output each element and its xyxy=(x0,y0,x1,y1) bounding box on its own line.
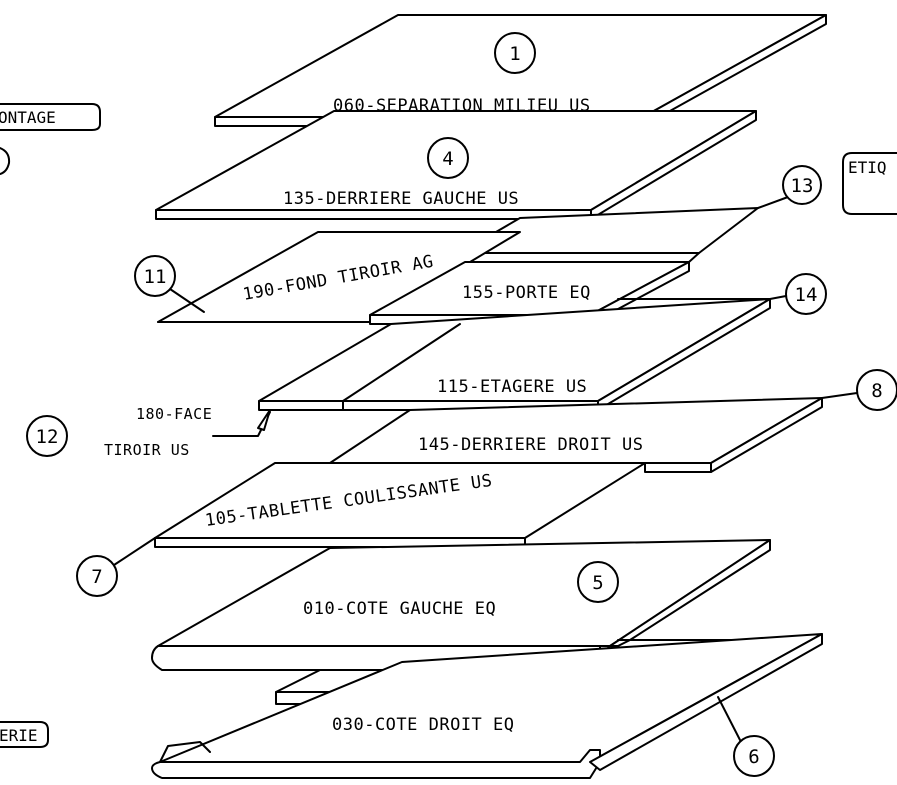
balloon-1-text: 1 xyxy=(509,43,520,65)
balloon-8: 8 xyxy=(821,369,897,411)
panel-derriere-gauche xyxy=(155,110,757,220)
panel-fond-tiroir xyxy=(157,231,521,323)
panel-cote-droit xyxy=(151,633,823,779)
label-derriere-droit: 145-DERRIERE DROIT US xyxy=(418,435,643,455)
balloon-1: 1 xyxy=(494,32,536,74)
balloon-11-text: 11 xyxy=(144,266,167,288)
panel-derriere-droit xyxy=(329,397,823,473)
right-tag-etiq: ETIQ xyxy=(842,152,897,215)
balloon-12: 12 xyxy=(26,415,68,457)
label-cote-gauche: 010-COTE GAUCHE EQ xyxy=(303,599,496,619)
label-separation-milieu: 060-SEPARATION MILIEU US xyxy=(333,96,591,116)
label-etagere: 115-ETAGERE US xyxy=(437,377,587,397)
balloon-5-text: 5 xyxy=(592,572,603,594)
balloon-6-text: 6 xyxy=(748,746,759,768)
right-tag-etiq-text: ETIQ xyxy=(848,158,887,177)
label-derriere-gauche: 135-DERRIERE GAUCHE US xyxy=(283,189,519,209)
balloon-13: 13 xyxy=(757,165,822,209)
panel-cote-gauche xyxy=(151,539,823,671)
label-cote-droit: 030-COTE DROIT EQ xyxy=(332,715,515,735)
balloon-4: 4 xyxy=(427,137,469,179)
balloon-14: 14 xyxy=(769,273,827,315)
face-tiroir-leader xyxy=(212,409,271,437)
balloon-6: 6 xyxy=(717,696,775,777)
balloon-7: 7 xyxy=(76,537,156,597)
balloon-7-text: 7 xyxy=(91,566,102,588)
left-partial-circle xyxy=(0,147,11,175)
balloon-4-text: 4 xyxy=(442,148,453,170)
balloon-13-text: 13 xyxy=(791,175,814,197)
balloon-12-text: 12 xyxy=(36,426,59,448)
balloon-8-text: 8 xyxy=(871,380,882,402)
label-porte: 155-PORTE EQ xyxy=(462,283,591,303)
balloon-11: 11 xyxy=(134,255,205,313)
left-tag-ontage: ONTAGE xyxy=(0,103,101,131)
balloon-5: 5 xyxy=(577,561,619,603)
left-tag-erie: ERIE xyxy=(0,721,49,748)
label-tiroir-us: TIROIR US xyxy=(104,441,190,459)
left-tag-ontage-text: ONTAGE xyxy=(0,108,56,127)
left-tag-erie-text: ERIE xyxy=(0,726,38,745)
panel-tablette-coulissante xyxy=(154,462,646,548)
panel-13 xyxy=(459,207,759,263)
balloon-14-text: 14 xyxy=(795,284,818,306)
label-face: 180-FACE xyxy=(136,405,212,423)
